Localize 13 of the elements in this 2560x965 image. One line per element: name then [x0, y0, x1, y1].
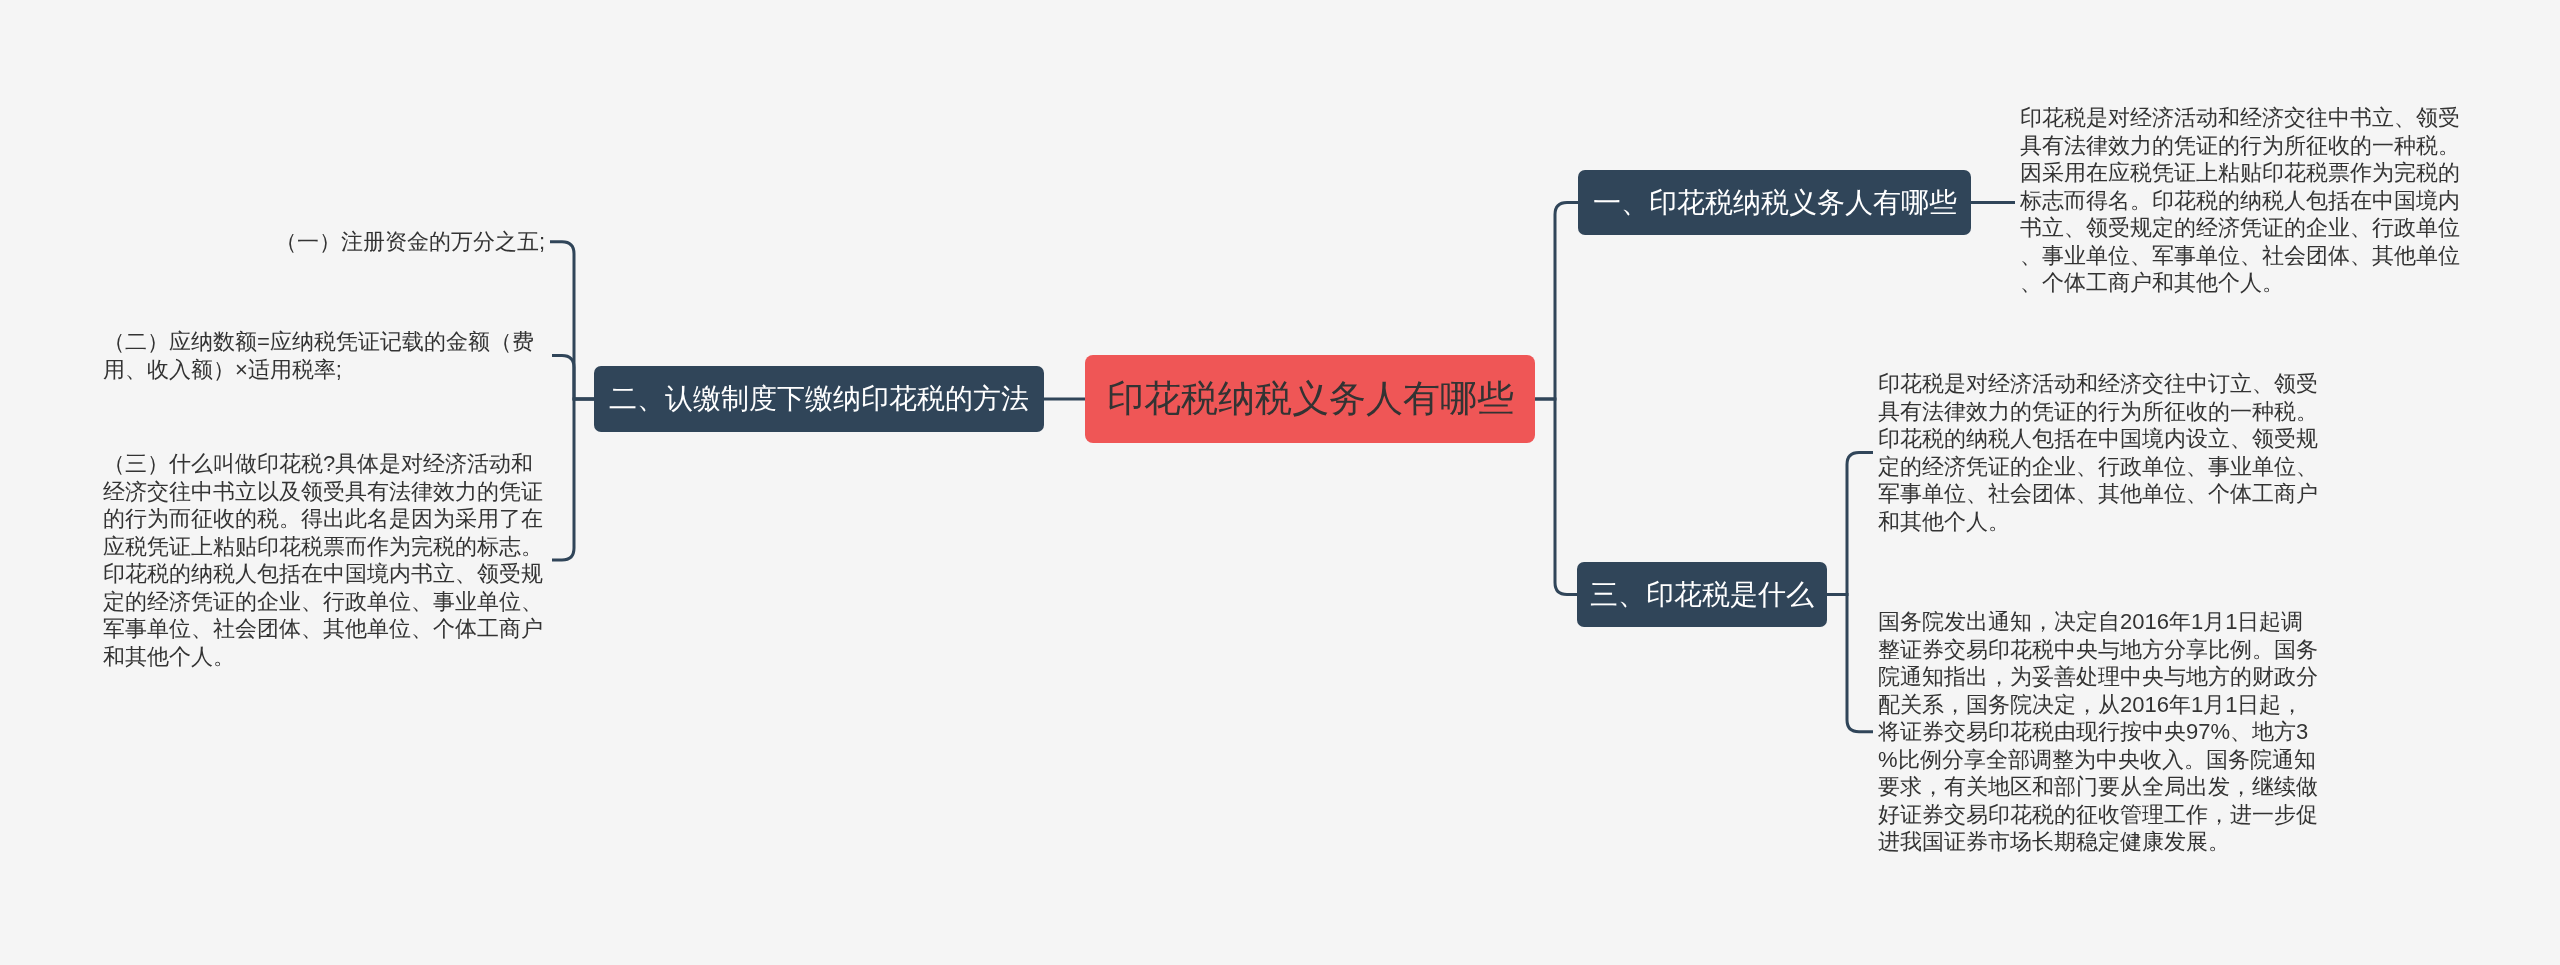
connector-line: [1535, 397, 1577, 596]
paragraph: （一）注册资金的万分之五;: [274, 228, 545, 256]
connector-line: [1044, 397, 1085, 401]
paragraph: （三）什么叫做印花税?具体是对经济活动和经济交往中书立以及领受具有法律效力的凭证的行为而征收的税。得出此名是因为采用了在应税凭证上粘贴印花税票而作为完税的标志。印花税的纳税人包括在中国境内书立、领受规定的经济凭证的企业、行政单位、事业单位、军事单位、社会团体、其他单位、个体工商户和其他个人。: [103, 450, 547, 670]
central-topic-box: 印花税纳税义务人有哪些: [1085, 355, 1535, 443]
topic-box: 二、认缴制度下缴纳印花税的方法: [594, 366, 1044, 432]
topic-box: 三、印花税是什么: [1577, 562, 1827, 627]
paragraph: 印花税是对经济活动和经济交往中书立、领受具有法律效力的凭证的行为所征收的一种税。因采用在应税凭证上粘贴印花税票作为完税的标志而得名。印花税的纳税人包括在中国境内书立、领受规定的经济凭证的企业、行政单位、事业单位、军事单位、社会团体、其他单位、个体工商户和其他个人。: [2020, 104, 2464, 297]
connector-line: [1971, 201, 2015, 204]
topic-box: 一、印花税纳税义务人有哪些: [1578, 170, 1971, 235]
paragraph: 印花税是对经济活动和经济交往中订立、领受具有法律效力的凭证的行为所征收的一种税。印花税的纳税人包括在中国境内设立、领受规定的经济凭证的企业、行政单位、事业单位、军事单位、社会团体、其他单位、个体工商户和其他个人。: [1878, 370, 2322, 535]
paragraph: 国务院发出通知，决定自2016年1月1日起调整证券交易印花税中央与地方分享比例。国务院通知指出，为妥善处理中央与地方的财政分配关系，国务院决定，从2016年1月1日起，将证券交易印花税由现行按中央97%、地方3%比例分享全部调整为中央收入。国务院通知要求，有关地区和部门要从全局出发，继续做好证券交易印花税的征收管理工作，进一步促进我国证券市场长期稳定健康发展。: [1878, 608, 2322, 856]
paragraph: （二）应纳数额=应纳税凭证记载的金额（费用、收入额）×适用税率;: [103, 328, 547, 383]
